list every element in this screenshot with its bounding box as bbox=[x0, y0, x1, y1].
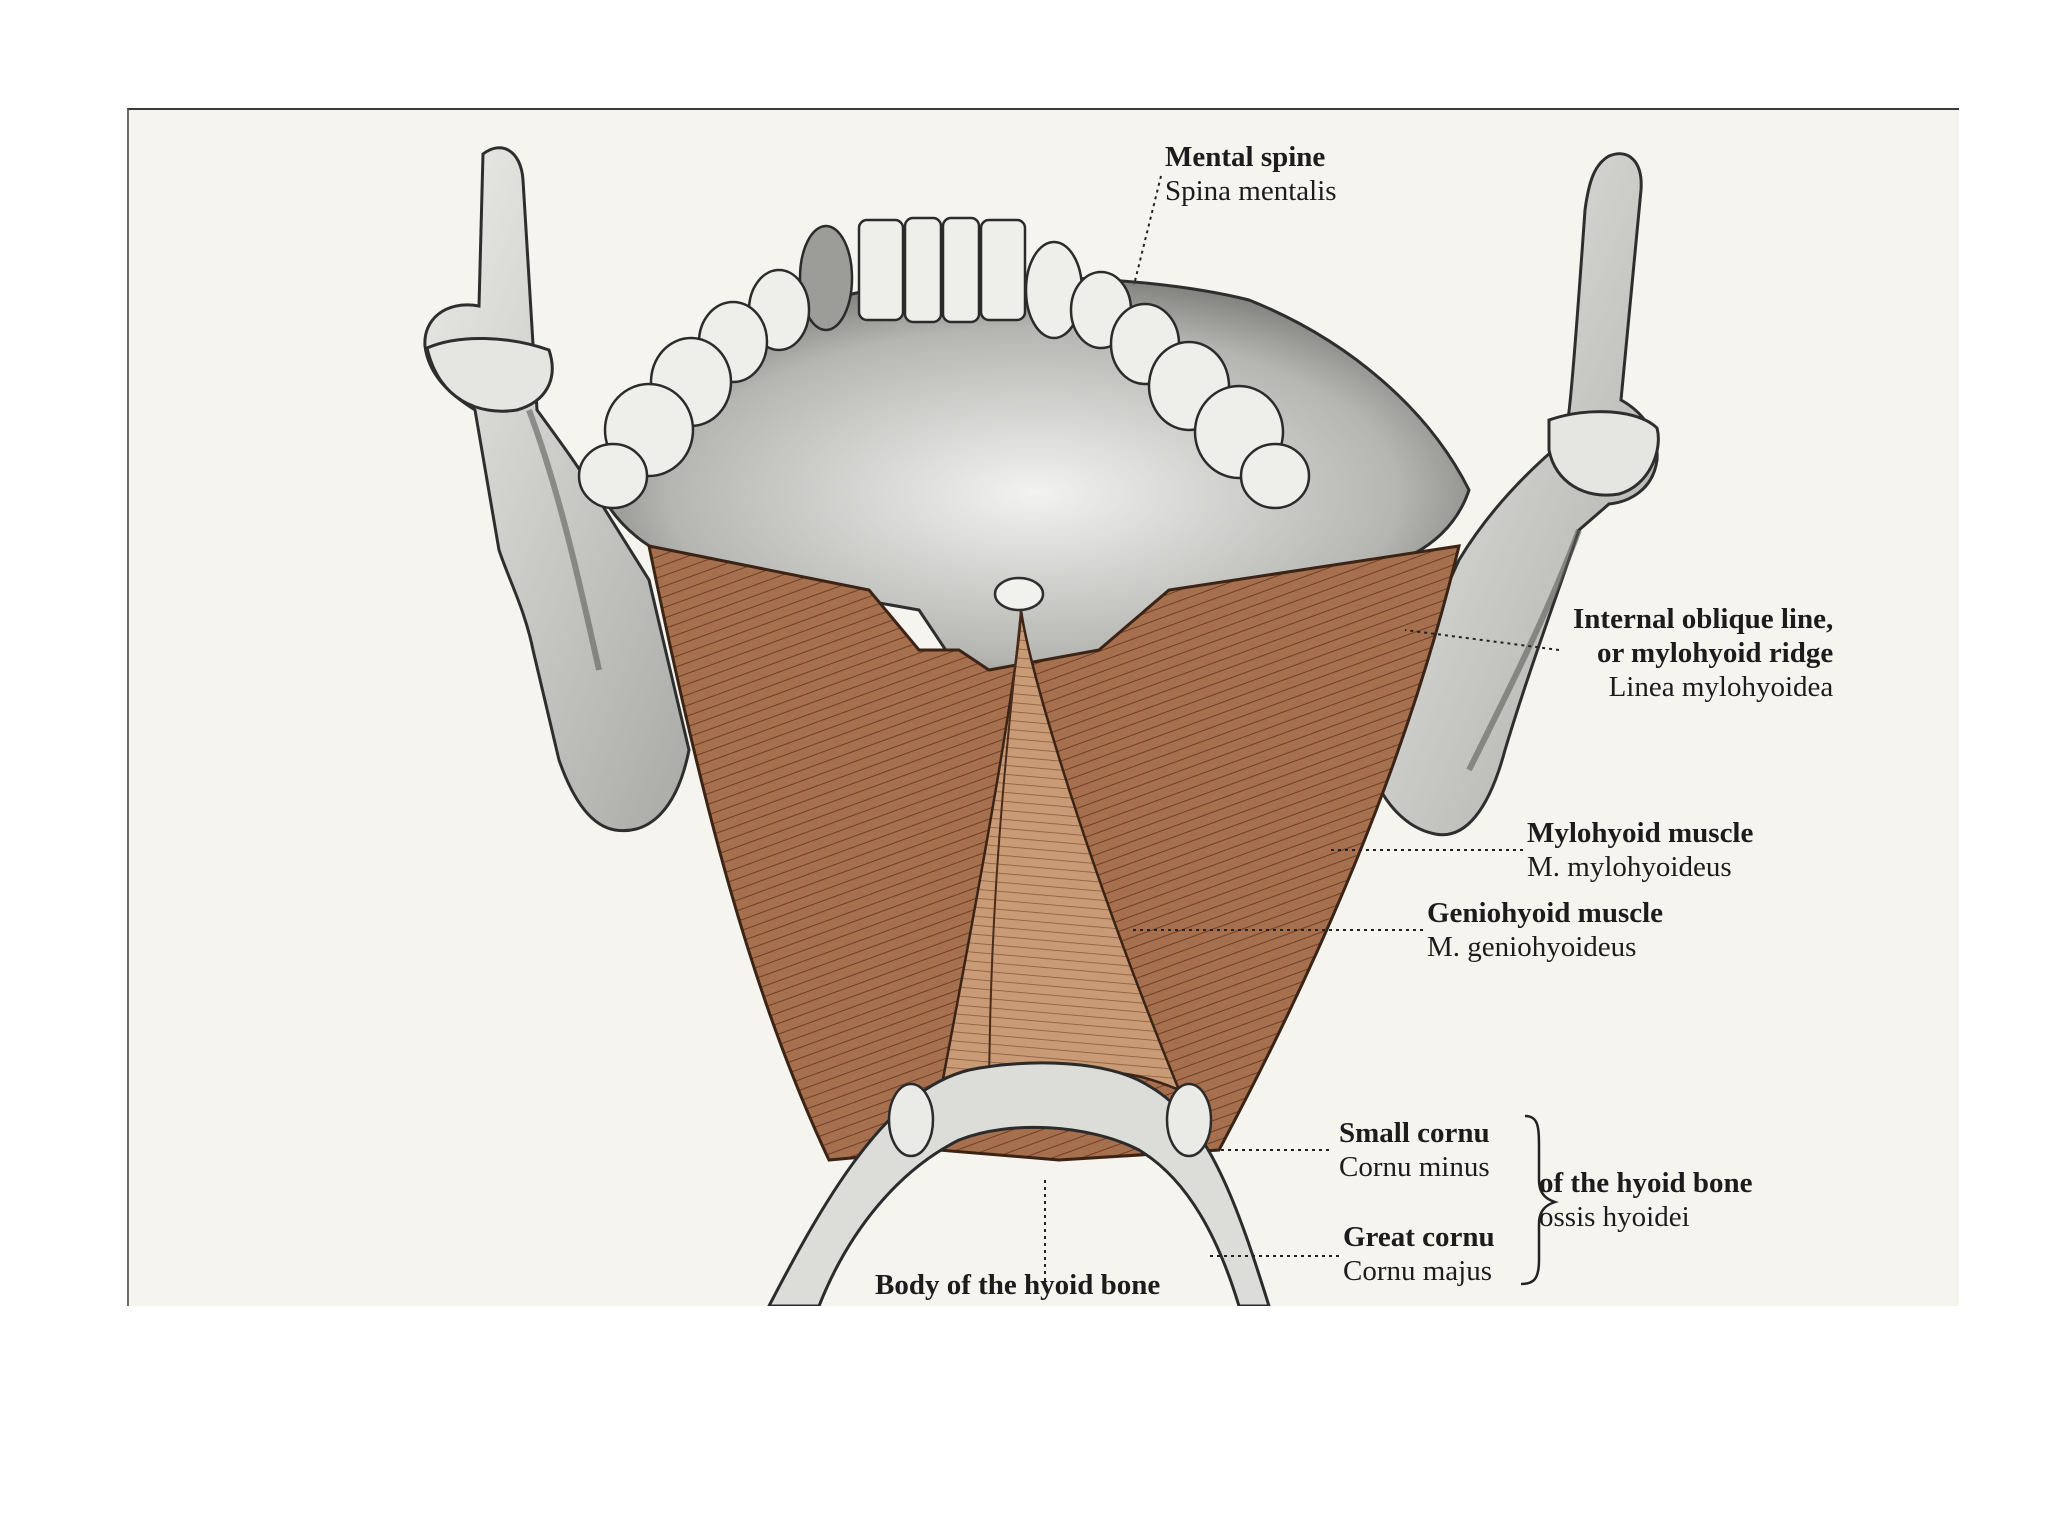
label-geniohyoid-en: Geniohyoid muscle bbox=[1427, 897, 1664, 929]
left-small-cornu bbox=[887, 1082, 935, 1158]
label-great-cornu-en: Great cornu bbox=[1343, 1221, 1495, 1253]
label-small-cornu-en: Small cornu bbox=[1339, 1117, 1490, 1149]
label-mylohyoid-en: Mylohyoid muscle bbox=[1527, 817, 1754, 849]
label-mental-spine-la: Spina mentalis bbox=[1165, 175, 1337, 208]
illustration-plate: Mental spine Spina mentalis Internal obl… bbox=[127, 108, 1959, 1306]
label-hyoid-group: of the hyoid bone ossis hyoidei bbox=[1539, 1166, 1753, 1234]
teeth bbox=[577, 216, 1311, 510]
mandible-hyoid-illustration bbox=[423, 146, 1660, 1306]
label-internal-oblique: Internal oblique line, or mylohyoid ridg… bbox=[1573, 602, 1833, 705]
label-geniohyoid: Geniohyoid muscle M. geniohyoideus bbox=[1427, 896, 1663, 964]
label-mental-spine-en: Mental spine bbox=[1165, 141, 1326, 173]
label-geniohyoid-la: M. geniohyoideus bbox=[1427, 931, 1637, 964]
label-body-hyoid-en: Body of the hyoid bone bbox=[875, 1269, 1161, 1301]
label-great-cornu-la: Cornu majus bbox=[1343, 1255, 1493, 1288]
label-mental-spine: Mental spine Spina mentalis bbox=[1165, 140, 1337, 208]
label-great-cornu: Great cornu Cornu majus bbox=[1343, 1220, 1495, 1288]
label-body-hyoid: Body of the hyoid bone bbox=[875, 1268, 1160, 1302]
label-internal-oblique-la: Linea mylohyoidea bbox=[1608, 671, 1834, 704]
label-internal-oblique-en2: or mylohyoid ridge bbox=[1596, 637, 1834, 670]
right-small-cornu bbox=[1165, 1082, 1213, 1158]
label-mylohyoid: Mylohyoid muscle M. mylohyoideus bbox=[1527, 816, 1753, 884]
label-hyoid-group-la: ossis hyoidei bbox=[1539, 1201, 1690, 1234]
label-small-cornu-la: Cornu minus bbox=[1339, 1151, 1490, 1184]
label-small-cornu: Small cornu Cornu minus bbox=[1339, 1116, 1490, 1184]
label-hyoid-group-en: of the hyoid bone bbox=[1539, 1167, 1753, 1199]
label-mylohyoid-la: M. mylohyoideus bbox=[1527, 851, 1732, 884]
label-internal-oblique-en1: Internal oblique line, bbox=[1573, 603, 1834, 635]
hyoid-brace bbox=[1520, 1114, 1559, 1286]
